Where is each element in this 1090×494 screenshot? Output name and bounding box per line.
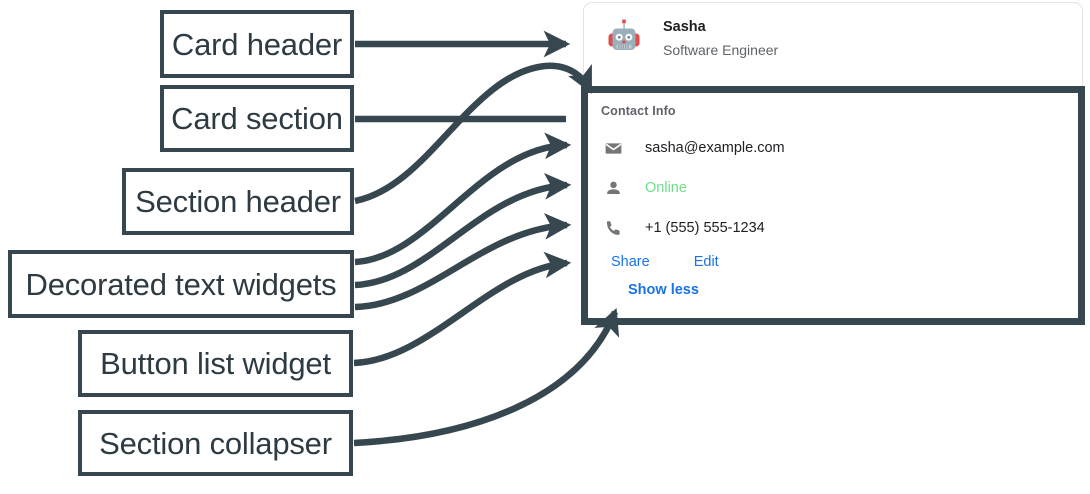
arrow-section-collapser xyxy=(353,308,620,447)
arrow-button-list xyxy=(353,251,572,367)
section-collapser-button[interactable]: Show less xyxy=(628,282,699,298)
share-button[interactable]: Share xyxy=(611,254,650,270)
card-title: Sasha xyxy=(663,18,706,35)
robot-avatar-icon xyxy=(601,15,647,61)
edit-button[interactable]: Edit xyxy=(693,254,719,270)
callout-card-section: Card section xyxy=(160,85,354,152)
card-section: Contact Info sasha@example.com Online xyxy=(583,90,1083,324)
arrow-decorated-text-email xyxy=(354,132,572,266)
phone-icon xyxy=(603,218,624,238)
decorated-text-row-status: Online xyxy=(603,178,687,198)
callout-button-list-widget: Button list widget xyxy=(78,330,353,397)
callout-label: Section collapser xyxy=(99,425,332,461)
section-header: Contact Info xyxy=(601,104,676,118)
card-header-text: Sasha Software Engineer xyxy=(663,19,778,58)
callout-decorated-text-widgets: Decorated text widgets xyxy=(8,250,354,318)
callout-section-header: Section header xyxy=(122,168,354,235)
person-icon xyxy=(603,178,624,198)
callout-card-header: Card header xyxy=(160,10,354,78)
decorated-text-row-phone: +1 (555) 555-1234 xyxy=(603,218,765,238)
decorated-text-row-email: sasha@example.com xyxy=(603,138,785,158)
arrow-section-header xyxy=(354,62,593,205)
card-header: Sasha Software Engineer xyxy=(584,3,1082,61)
callout-label: Section header xyxy=(135,184,341,219)
callout-label: Card section xyxy=(171,101,343,136)
callout-label: Decorated text widgets xyxy=(25,266,337,302)
button-list-widget: Share Edit xyxy=(611,254,719,270)
status-badge: Online xyxy=(645,180,687,196)
decorated-text-value: sasha@example.com xyxy=(645,140,785,156)
arrow-decorated-text-status xyxy=(354,173,572,289)
arrow-decorated-text-phone xyxy=(354,213,572,311)
callout-label: Button list widget xyxy=(100,346,331,381)
callout-label: Card header xyxy=(171,26,343,62)
callout-section-collapser: Section collapser xyxy=(78,410,353,476)
contact-card: Sasha Software Engineer xyxy=(583,2,1083,90)
card-subtitle: Software Engineer xyxy=(663,41,779,58)
email-icon xyxy=(603,138,624,158)
decorated-text-value: +1 (555) 555-1234 xyxy=(645,220,765,236)
